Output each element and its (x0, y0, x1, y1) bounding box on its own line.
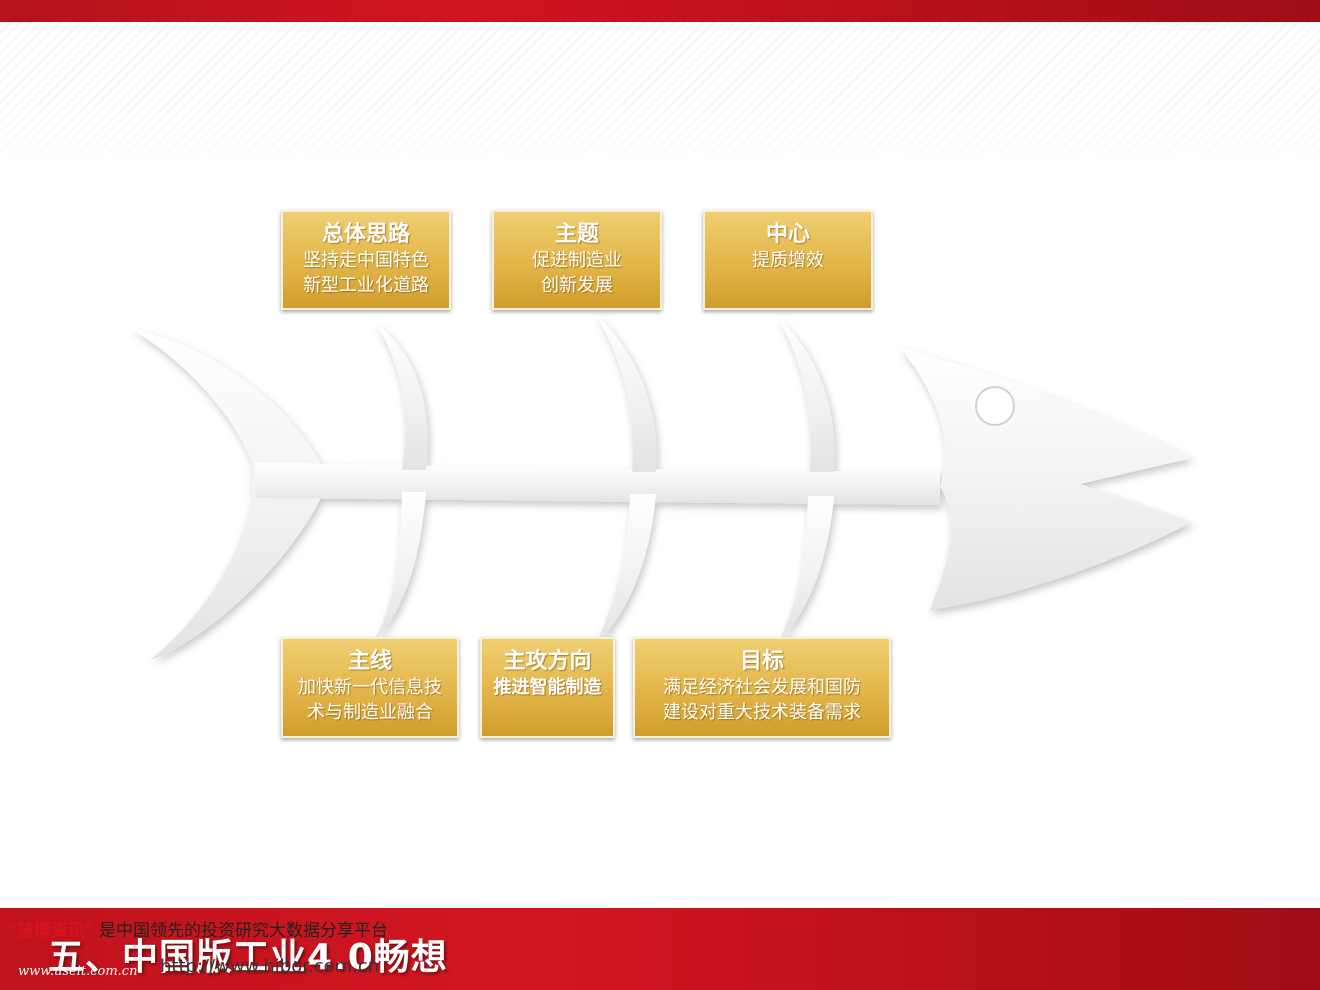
rib-1-upper (375, 322, 428, 470)
box-line: 术与制造业融合 (307, 702, 433, 723)
box-main-direction: 主攻方向 推进智能制造 (480, 637, 615, 738)
box-center: 中心 提质增效 (703, 210, 873, 310)
box-line: 新型工业化道路 (303, 275, 429, 296)
box-goal: 目标 满足经济社会发展和国防 建设对重大技术装备需求 (633, 637, 891, 738)
watermark-brand: “慧博资讯” (8, 921, 94, 941)
box-line: 加快新一代信息技 (298, 677, 442, 698)
fish-eye (975, 386, 1015, 426)
bottom-red-bar (0, 908, 1320, 990)
box-title: 目标 (739, 649, 784, 674)
box-title: 主题 (554, 222, 599, 247)
watermark-line: “慧博资讯” 是中国领先的投资研究大数据分享平台 (8, 916, 388, 941)
box-line: 推进智能制造 (493, 677, 602, 698)
slide-title: 五、中国版工业4.0畅想 (48, 937, 448, 978)
rib-3-upper (778, 318, 835, 472)
box-line: 建设对重大技术装备需求 (663, 702, 861, 723)
fish-head (900, 348, 1192, 610)
watermark-site-url: www.useit.com.cn (18, 964, 138, 979)
fish-tail (130, 328, 320, 660)
box-title: 主攻方向 (503, 649, 592, 674)
rib-1-lower (375, 492, 426, 640)
box-overall-approach: 总体思路 坚持走中国特色 新型工业化道路 (281, 210, 451, 310)
box-line: 坚持走中国特色 (303, 250, 429, 271)
box-title: 中心 (765, 222, 810, 247)
box-title: 主线 (347, 649, 392, 674)
box-theme: 主题 促进制造业 创新发展 (492, 210, 662, 310)
box-main-line: 主线 加快新一代信息技 术与制造业融合 (281, 637, 459, 738)
box-line: 创新发展 (541, 275, 613, 296)
box-line: 促进制造业 (532, 250, 622, 271)
box-line: 提质增效 (752, 250, 824, 271)
box-line: 满足经济社会发展和国防 (663, 677, 861, 698)
rib-3-lower (780, 496, 834, 640)
watermark-tagline: 是中国领先的投资研究大数据分享平台 (99, 921, 389, 941)
header-stripes (0, 22, 1320, 172)
fish-spine (255, 462, 940, 505)
watermark-url: http://www.hibor.com.cn (160, 956, 380, 977)
rib-2-upper (594, 312, 657, 472)
top-red-bar (0, 0, 1320, 22)
rib-2-lower (596, 494, 656, 645)
box-title: 总体思路 (321, 222, 410, 247)
